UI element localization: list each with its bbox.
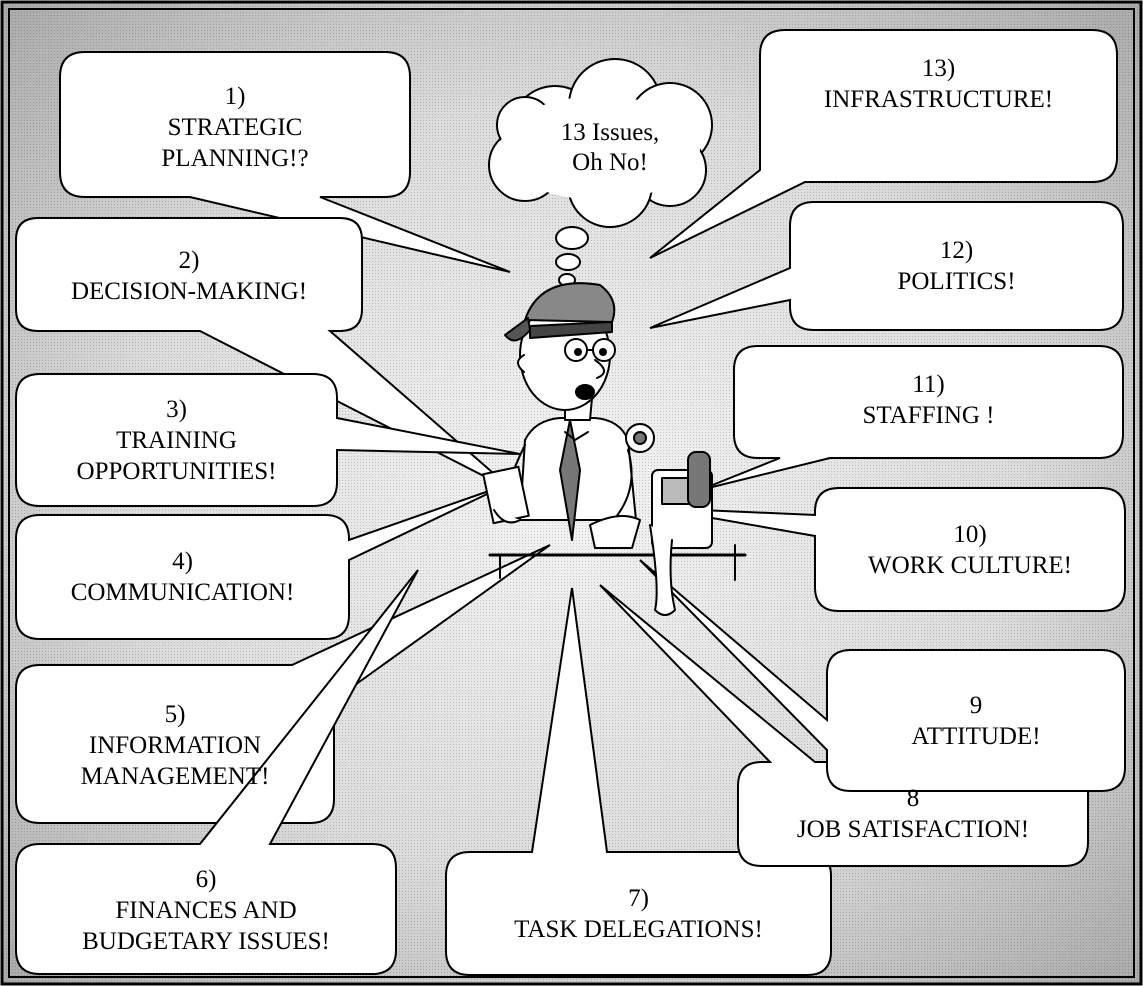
bubble-13 bbox=[649, 29, 1118, 259]
office-worker-illustration bbox=[482, 282, 747, 616]
issue-7-number: 7) bbox=[628, 885, 649, 912]
issue-9-label: ATTITUDE! bbox=[911, 723, 1041, 750]
issue-6-number: 6) bbox=[195, 865, 217, 893]
issue-11-label: STAFFING ! bbox=[862, 402, 995, 429]
issue-4-number: 4) bbox=[172, 548, 193, 575]
bubble-11 bbox=[699, 345, 1124, 491]
issue-6: 6) FINANCES AND BUDGETARY ISSUES! bbox=[16, 848, 396, 972]
issue-8-label: JOB SATISFACTION! bbox=[796, 816, 1030, 843]
thought-text: 13 Issues, Oh No! bbox=[560, 119, 660, 176]
issue-7-label: TASK DELEGATIONS! bbox=[514, 916, 763, 943]
issue-1-label: STRATEGIC PLANNING!? bbox=[161, 113, 309, 172]
issue-2-label: DECISION-MAKING! bbox=[70, 278, 308, 305]
bubble-12 bbox=[649, 201, 1124, 331]
issue-12-label: POLITICS! bbox=[897, 268, 1016, 295]
bubble-5 bbox=[15, 544, 551, 824]
bubble-9 bbox=[639, 559, 1126, 792]
issue-1: 1) STRATEGIC PLANNING!? bbox=[60, 62, 410, 192]
issue-9: 9 ATTITUDE! bbox=[827, 656, 1125, 786]
issue-3-label: TRAINING OPPORTUNITIES! bbox=[76, 426, 277, 485]
issue-4-label: COMMUNICATION! bbox=[70, 579, 295, 606]
bubble-4 bbox=[15, 484, 507, 640]
issue-3: 3) TRAINING OPPORTUNITIES! bbox=[16, 378, 337, 502]
bubble-2 bbox=[15, 217, 516, 493]
bubble-1 bbox=[59, 51, 511, 273]
issue-2-number: 2) bbox=[178, 247, 200, 274]
issue-11-number: 11) bbox=[912, 371, 945, 398]
issue-10-label: WORK CULTURE! bbox=[868, 552, 1072, 579]
bubble-10 bbox=[654, 487, 1126, 612]
issue-12-number: 12) bbox=[939, 237, 974, 264]
issue-10-number: 10) bbox=[953, 521, 987, 548]
issue-13-number: 13) bbox=[921, 55, 956, 82]
issue-7: 7) TASK DELEGATIONS! bbox=[446, 858, 831, 970]
issue-3-number: 3) bbox=[166, 395, 187, 423]
issue-8-number: 8 bbox=[906, 785, 920, 812]
issue-5-number: 5) bbox=[164, 700, 186, 728]
issue-13-label: INFRASTRUCTURE! bbox=[823, 86, 1054, 113]
issue-1-number: 1) bbox=[224, 82, 246, 110]
issue-2: 2) DECISION-MAKING! bbox=[16, 226, 362, 326]
thought-cloud-fill bbox=[500, 96, 700, 200]
issue-4: 4) COMMUNICATION! bbox=[16, 522, 349, 632]
issue-5: 5) INFORMATION MANAGEMENT! bbox=[16, 675, 334, 815]
issue-10: 10) WORK CULTURE! bbox=[815, 494, 1125, 606]
bubble-3 bbox=[15, 373, 521, 507]
issue-6-label: FINANCES AND BUDGETARY ISSUES! bbox=[82, 896, 330, 955]
issue-13: 13) INFRASTRUCTURE! bbox=[760, 36, 1117, 132]
bubble-6 bbox=[15, 569, 419, 975]
issue-8: 8 JOB SATISFACTION! bbox=[738, 766, 1088, 862]
issue-5-label: INFORMATION MANAGEMENT! bbox=[80, 731, 270, 790]
issue-12: 12) POLITICS! bbox=[790, 208, 1123, 324]
issue-11: 11) STAFFING ! bbox=[734, 350, 1123, 450]
inner-border bbox=[8, 8, 1135, 978]
issue-9-number: 9 bbox=[969, 692, 983, 719]
